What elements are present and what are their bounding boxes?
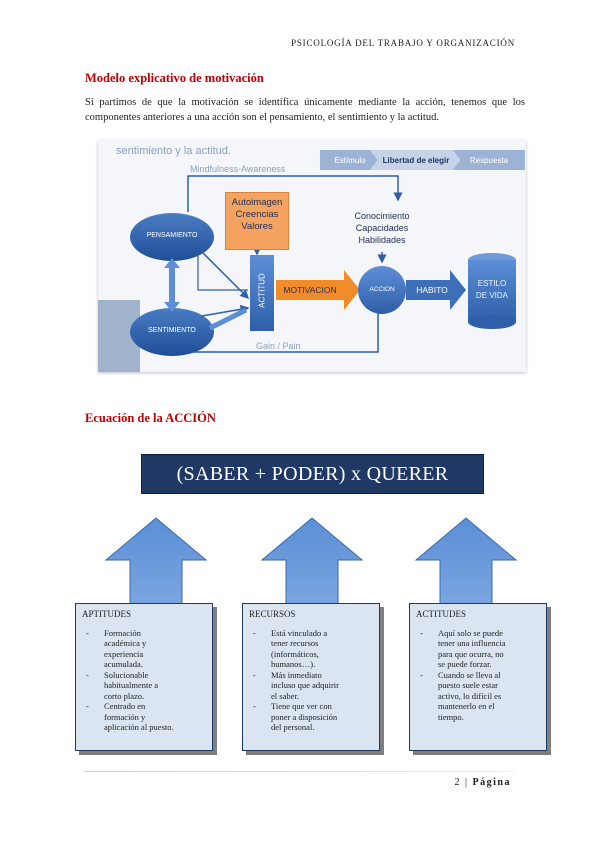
- footer-divider: [84, 771, 514, 772]
- gain-pain-label: Gain / Pain: [256, 341, 301, 351]
- estilo-de-vida-label: ESTILO DE VIDA: [468, 278, 516, 302]
- card-title-actitudes: ACTITUDES: [416, 609, 466, 619]
- accion-label: ACCION: [369, 286, 395, 293]
- up-arrow-aptitudes: [104, 517, 208, 605]
- equation-banner: (SABER + PODER) x QUERER: [141, 454, 484, 494]
- chevron-respuesta: Respuesta: [453, 150, 525, 170]
- list-item: Más inmediato incluso que adquirir el sa…: [253, 670, 341, 702]
- card-recursos: RECURSOS Está vinculado a tener recursos…: [242, 603, 380, 751]
- card-list-recursos: Está vinculado a tener recursos (informá…: [249, 628, 341, 733]
- autoimagen-text: Autoimagen: [231, 197, 283, 208]
- estilo-text: ESTILO: [477, 279, 507, 288]
- page-label: Página: [472, 777, 511, 788]
- conocimiento-text: Conocimiento: [354, 211, 410, 221]
- running-header: PSICOLOGÍA DEL TRABAJO Y ORGANIZACIÓN: [291, 38, 515, 48]
- habito-label: HABITO: [416, 285, 448, 295]
- list-item: Aquí solo se puede tener una influencia …: [420, 628, 508, 670]
- diagram-graphics: [98, 175, 516, 372]
- mindfulness-label: Mindfulness-Awareness: [190, 164, 286, 174]
- page-number: 2 | Página: [454, 777, 511, 788]
- up-arrow-actitudes: [414, 517, 518, 605]
- accion-factors-box: Conocimiento Capacidades Habilidades: [341, 210, 423, 246]
- creencias-text: Creencias: [235, 209, 279, 220]
- section-heading-motivation-model: Modelo explicativo de motivación: [85, 71, 264, 85]
- chevron-libertad: Libertad de elegir: [370, 150, 462, 170]
- list-item: Centrado en formación y aplicación al pu…: [86, 701, 174, 733]
- accion-circle: [358, 266, 406, 314]
- mindfulness-connector: [187, 175, 403, 212]
- habito-arrow: [406, 270, 466, 310]
- actitud-column: [250, 255, 274, 331]
- pensamiento-label: PENSAMIENTO: [146, 232, 198, 239]
- list-item: Solucionable habitualmente a corto plazo…: [86, 670, 174, 702]
- motivation-diagram: sentimiento y la actitud. Estímulo Liber…: [98, 140, 526, 372]
- list-item: Formación académica y experiencia acumul…: [86, 628, 174, 670]
- diagram-top-text: sentimiento y la actitud.: [116, 145, 231, 157]
- de-vida-text: DE VIDA: [475, 291, 508, 300]
- sentimiento-ellipse: [130, 308, 214, 356]
- capacidades-text: Capacidades: [355, 223, 409, 233]
- card-actitudes: ACTITUDES Aquí solo se puede tener una i…: [409, 603, 547, 751]
- pensamiento-ellipse: [130, 213, 214, 261]
- list-item: Tiene que ver con poner a disposición de…: [253, 701, 341, 733]
- card-list-actitudes: Aquí solo se puede tener una influencia …: [416, 628, 508, 723]
- section-heading-action-equation: Ecuación de la ACCIÓN: [85, 411, 216, 425]
- sentimiento-label: SENTIMIENTO: [148, 327, 196, 334]
- list-item: Está vinculado a tener recursos (informá…: [253, 628, 341, 670]
- intro-paragraph: Si partimos de que la motivación se iden…: [85, 97, 525, 123]
- card-title-aptitudes: APTITUDES: [82, 609, 131, 619]
- list-item: Cuando se lleva al puesto suele estar ac…: [420, 670, 508, 723]
- motivacion-label: MOTIVACION: [283, 285, 337, 295]
- card-title-recursos: RECURSOS: [249, 609, 296, 619]
- page-number-value: 2: [454, 777, 462, 788]
- chevron-estimulo: Estímulo: [320, 150, 380, 170]
- card-list-aptitudes: Formación académica y experiencia acumul…: [82, 628, 174, 733]
- up-arrow-recursos: [260, 517, 364, 605]
- valores-text: Valores: [241, 221, 273, 232]
- habilidades-text: Habilidades: [358, 235, 406, 245]
- actitud-factors-box: Autoimagen Creencias Valores: [225, 192, 289, 250]
- motivacion-arrow: [276, 270, 360, 310]
- card-aptitudes: APTITUDES Formación académica y experien…: [75, 603, 213, 751]
